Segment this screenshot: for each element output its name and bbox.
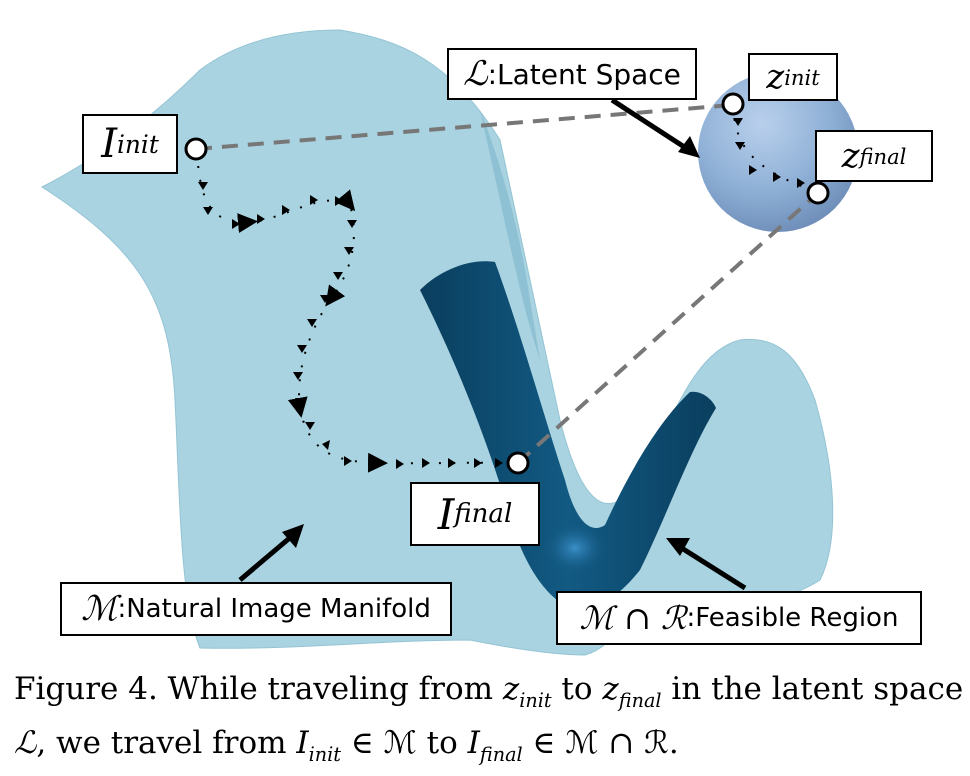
manifold-pointer-head — [282, 524, 304, 548]
feasible-text: :Feasible Region — [686, 603, 899, 633]
feasible-pointer-head — [666, 538, 690, 556]
point-i-init — [184, 137, 208, 161]
caption-z-final-sub: final — [618, 689, 662, 713]
caption-i-final: I — [467, 725, 480, 762]
point-i-final — [506, 451, 530, 475]
caption-i-init-sub: init — [308, 743, 341, 767]
caption-line-1: Figure 4. While traveling from zinit to … — [14, 668, 964, 722]
caption-z-init: z — [502, 671, 520, 707]
caption-i-final-sub: final — [479, 743, 523, 767]
caption-line-2: ℒ, we travel from Iinit ∈ ℳ to Ifinal ∈ … — [14, 722, 964, 776]
feasible-label: ℳ ∩ ℛ:Feasible Region — [556, 591, 922, 645]
caption-text-1c: in the latent space — [661, 671, 964, 707]
i-final-base: I — [437, 489, 455, 539]
point-z-init — [721, 92, 745, 116]
trajectory-arrows — [198, 182, 503, 469]
manifold-symbol: ℳ — [81, 589, 118, 629]
manifold-label: ℳ:Natural Image Manifold — [60, 582, 452, 636]
manifold-pointer-arrow — [238, 534, 294, 582]
diagram-svg — [40, 29, 858, 656]
caption-text-1a: Figure 4. While traveling from — [14, 671, 503, 707]
latent-space-text: :Latent Space — [487, 57, 681, 91]
feasible-symbol: ℳ ∩ ℛ — [579, 599, 687, 637]
caption-text-1b: to — [551, 671, 603, 707]
i-init-sub: init — [117, 129, 159, 159]
z-final-base: z — [841, 136, 860, 176]
point-z-final — [806, 181, 830, 205]
latent-pointer-arrow — [610, 97, 694, 155]
z-init-base: z — [766, 57, 785, 97]
caption-text-2d: ∈ ℳ ∩ ℛ. — [522, 725, 679, 762]
manifold-text: :Natural Image Manifold — [117, 594, 431, 624]
feasible-region — [420, 261, 716, 610]
z-init-sub: init — [784, 64, 820, 90]
latent-space-symbol: ℒ — [463, 54, 488, 94]
feasible-glow — [543, 522, 607, 574]
caption-text-2b: , we travel from — [36, 725, 297, 762]
caption-z-final: z — [602, 671, 619, 707]
feasible-pointer-arrow — [678, 544, 747, 591]
manifold-fold — [480, 110, 540, 360]
z-final-sub: final — [859, 143, 907, 169]
figure-caption: Figure 4. While traveling from zinit to … — [14, 668, 964, 776]
caption-z-init-sub: init — [519, 689, 552, 713]
i-init-base: I — [101, 121, 117, 167]
caption-text-2c: ∈ ℳ to — [341, 725, 468, 762]
i-final-sub: final — [454, 499, 513, 529]
caption-latent-symbol: ℒ — [14, 725, 37, 762]
dash-line-final — [516, 191, 820, 465]
caption-i-init: I — [296, 725, 309, 762]
latent-space-label: ℒ:Latent Space — [447, 48, 697, 100]
dash-line-init — [195, 103, 733, 151]
latent-pointer-head — [678, 136, 700, 158]
